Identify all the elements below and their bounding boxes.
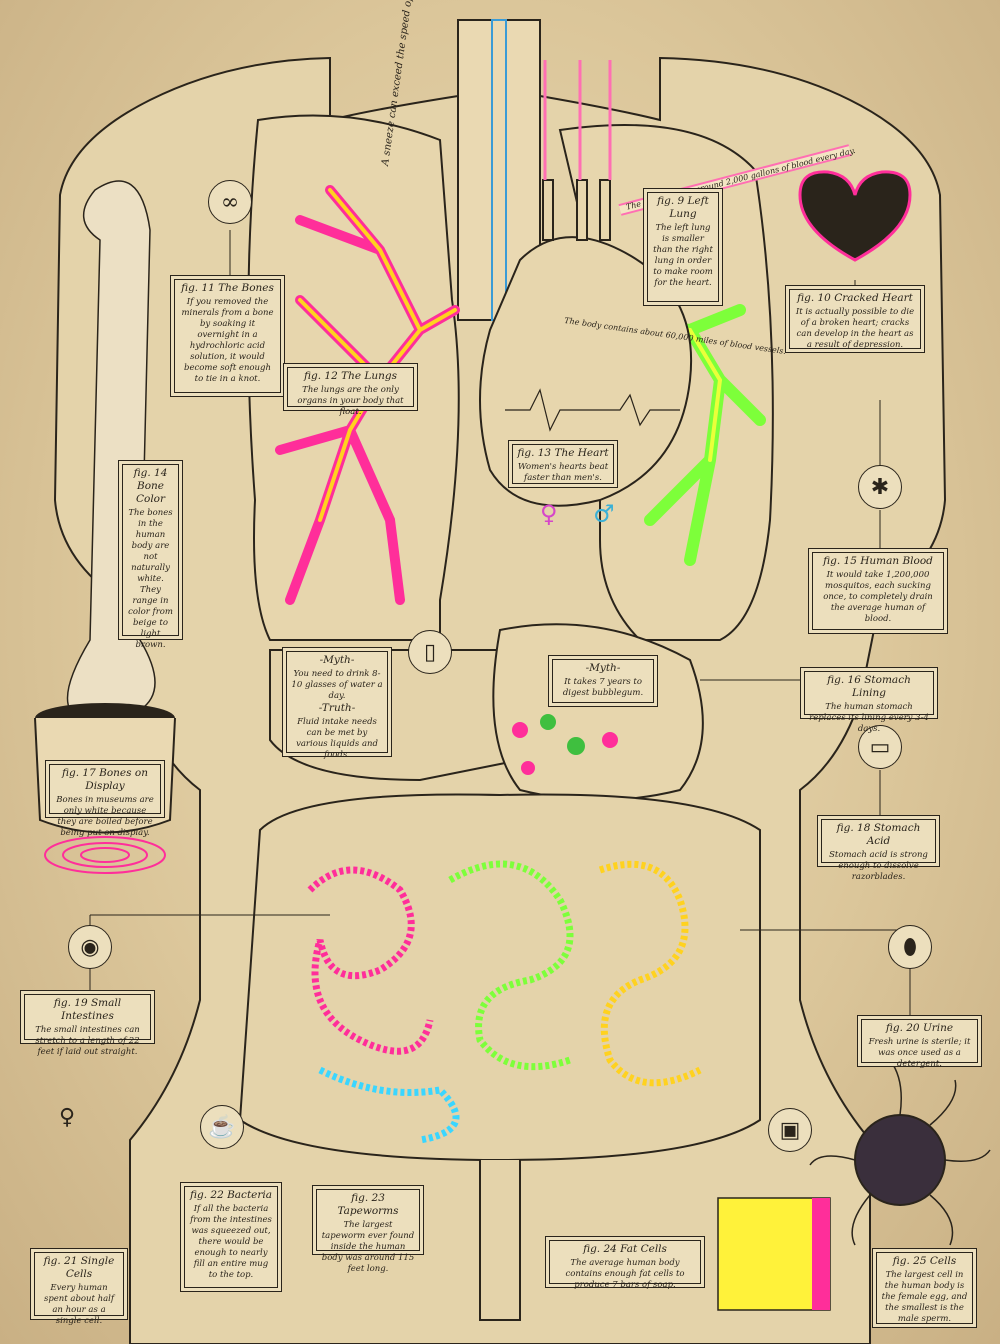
mug-icon: ☕ — [200, 1105, 244, 1149]
male-symbol: ♂ — [593, 500, 615, 528]
tape-measure-icon: ◉ — [68, 925, 112, 969]
razorblade-icon: ▭ — [858, 725, 902, 769]
knot-icon: ∞ — [208, 180, 252, 224]
female-symbol: ♀ — [540, 500, 558, 528]
mosquito-icon: ✱ — [858, 465, 902, 509]
water-glass-icon: ▯ — [408, 630, 452, 674]
detergent-bottle-icon: ⬮ — [888, 925, 932, 969]
soap-icon: ▣ — [768, 1108, 812, 1152]
uterus-icon: ♀ — [58, 1104, 76, 1130]
myth-water-box: -Myth-You need to drink 8-10 glasses of … — [282, 647, 392, 760]
myth-gum-box: -Myth-It takes 7 years to digest bubbleg… — [548, 655, 658, 707]
